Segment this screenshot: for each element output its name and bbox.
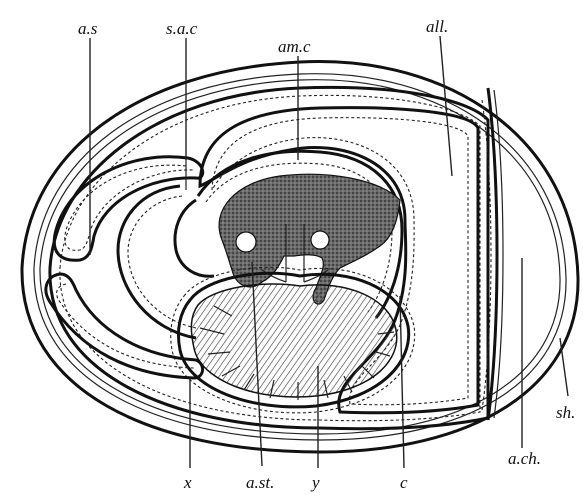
- label-as: a.s: [78, 19, 98, 38]
- label-all: all.: [426, 17, 448, 36]
- leader-c: [400, 296, 404, 468]
- label-sac: s.a.c: [166, 19, 198, 38]
- yolk-sac: [171, 267, 415, 413]
- label-y: y: [310, 473, 320, 492]
- label-sh: sh.: [556, 403, 575, 422]
- label-amc: am.c: [278, 37, 311, 56]
- albumen-chamber-boundary: [482, 88, 503, 420]
- label-x: x: [183, 473, 192, 492]
- label-ach: a.ch.: [508, 449, 541, 468]
- label-c: c: [400, 473, 408, 492]
- label-ast: a.st.: [246, 473, 274, 492]
